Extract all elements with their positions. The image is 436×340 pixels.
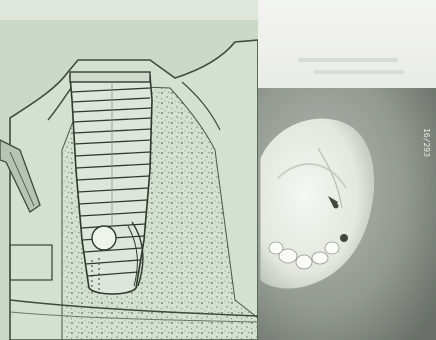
implant-vent-hole <box>92 226 116 250</box>
implant-illustration-panel <box>0 0 258 340</box>
dental-cast-photo: 16/293 <box>258 88 436 340</box>
implant-illustration <box>0 0 258 340</box>
page-background-strip <box>258 0 436 92</box>
dental-cast-photo-panel: 16/293 <box>258 88 436 340</box>
edge-label: 16/293 <box>422 128 431 157</box>
